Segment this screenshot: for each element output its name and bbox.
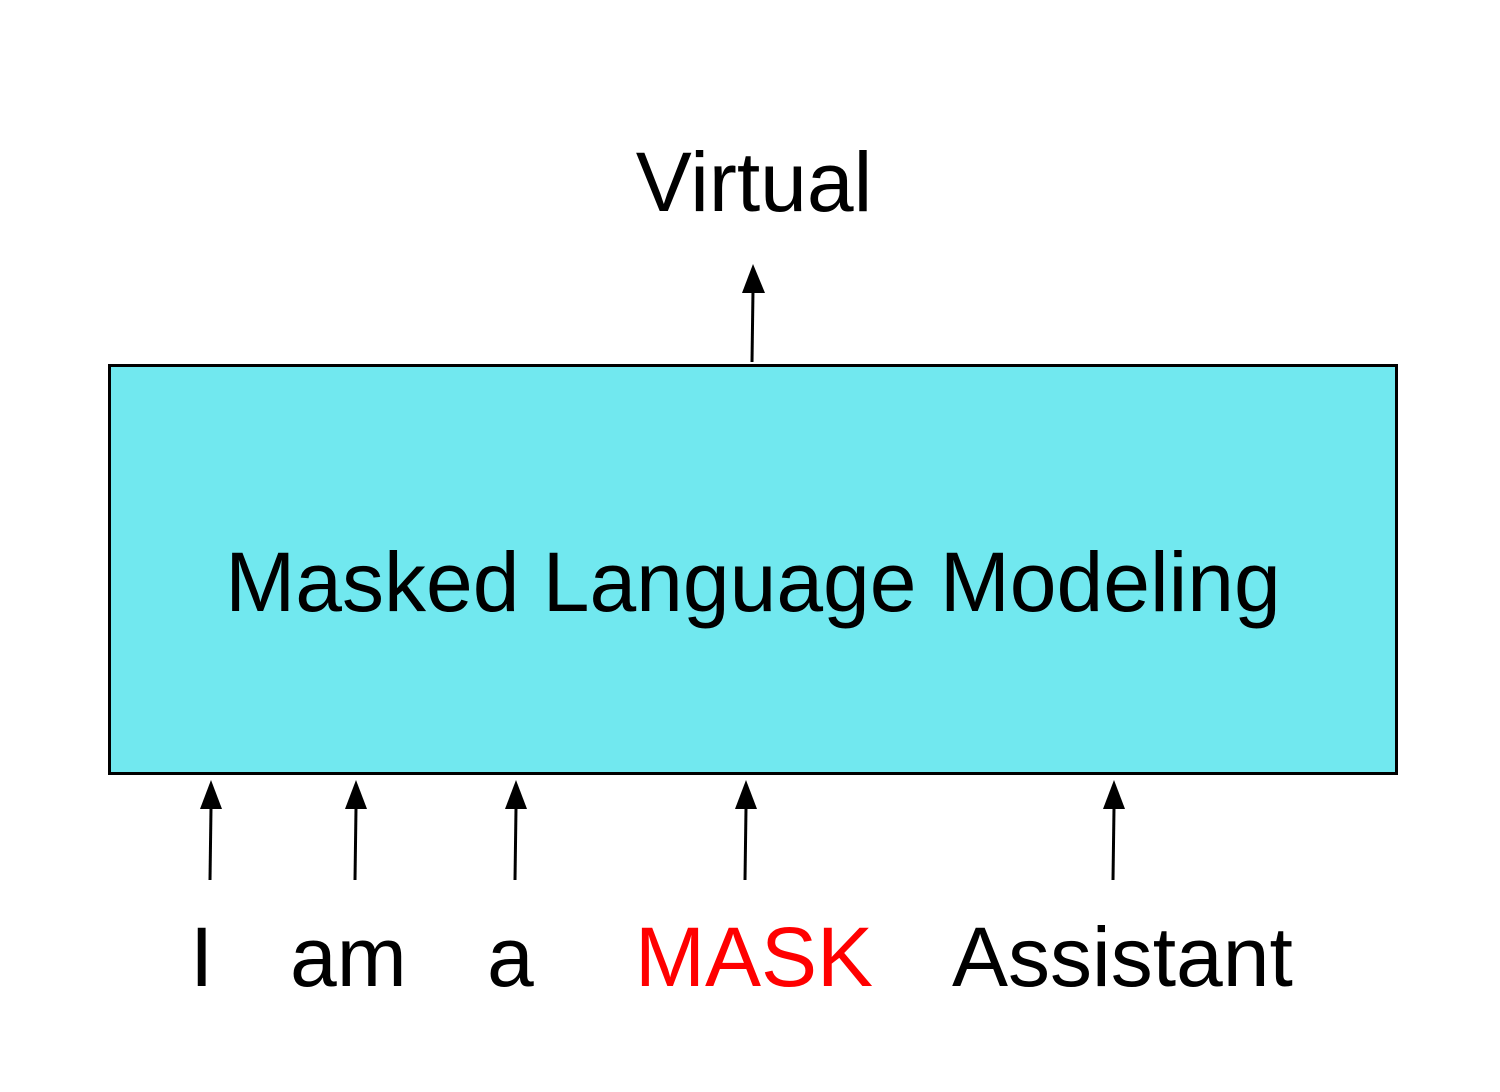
input-token-a: a	[487, 910, 534, 1004]
model-label: Masked Language Modeling	[225, 535, 1281, 629]
input-arrow-assistant	[1103, 780, 1125, 881]
input-arrow-a	[505, 780, 527, 881]
input-token-assistant: Assistant	[952, 910, 1293, 1004]
input-arrow-mask	[735, 780, 757, 881]
input-token-i: I	[190, 910, 214, 1004]
input-token-mask: MASK	[635, 910, 874, 1004]
input-arrow-am	[345, 780, 367, 881]
input-arrow-i	[200, 780, 222, 881]
output-arrow	[742, 264, 765, 363]
input-token-am: am	[290, 910, 407, 1004]
output-token: Virtual	[635, 135, 873, 229]
mlm-model-box: Masked Language Modeling	[108, 364, 1398, 775]
